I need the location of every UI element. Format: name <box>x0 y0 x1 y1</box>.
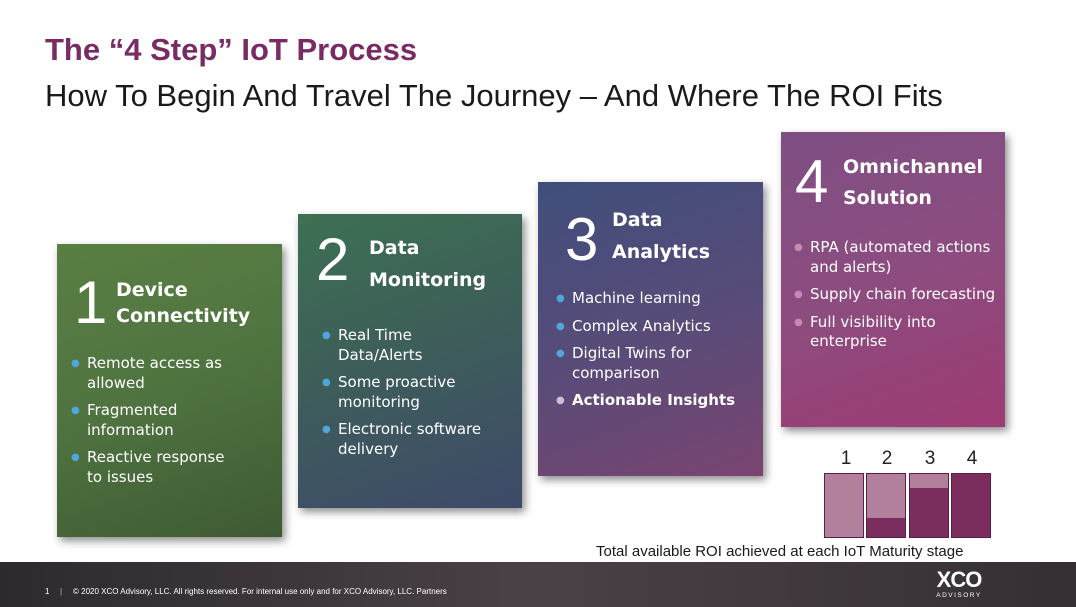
bullet-text: information <box>87 420 174 439</box>
bullet-text: Machine learning <box>572 289 701 307</box>
bullet-dot-icon: ● <box>794 242 803 253</box>
bullet-text: Fragmented <box>87 401 178 419</box>
roi-stage-label: 1 <box>840 448 852 469</box>
bullet-item: ● Supply chain forecasting <box>792 285 1002 305</box>
bullet-text: monitoring <box>338 392 420 411</box>
step-title-line2: Solution <box>843 187 932 209</box>
bullet-text: Complex Analytics <box>572 316 711 335</box>
bullet-text: Electronic software <box>338 420 482 438</box>
bullet-text: Remote access as <box>87 354 222 372</box>
bullet-dot-icon: ● <box>556 293 565 304</box>
copyright-text: © 2020 XCO Advisory, LLC. All rights res… <box>73 587 447 596</box>
step-number: 1 <box>74 269 108 336</box>
step-card-3: 3 Data Analytics ● Machine learning ● Comp… <box>538 182 763 476</box>
step-number: 2 <box>316 226 350 293</box>
bullet-text: Actionable Insights <box>572 391 736 409</box>
step-title-line1: Device <box>116 279 188 301</box>
footer-bar: 1 | © 2020 XCO Advisory, LLC. All rights… <box>0 562 1076 607</box>
roi-achieved-fill <box>910 487 948 537</box>
step-number: 4 <box>795 148 829 215</box>
slide-title: The “4 Step” IoT Process <box>45 32 418 67</box>
roi-bar-2 <box>866 473 906 538</box>
page-number: 1 <box>45 587 50 596</box>
roi-bar-1 <box>824 473 864 538</box>
roi-stage-label: 2 <box>881 448 893 469</box>
bullet-text: Supply chain forecasting <box>810 285 996 303</box>
bullet-text: Some proactive <box>338 373 456 391</box>
logo-mark: XCO <box>936 567 983 592</box>
roi-achieved-fill <box>867 518 905 537</box>
bullet-dot-icon: ● <box>556 320 565 332</box>
bullet-item: ● Complex Analytics <box>554 317 759 337</box>
bullet-text: Data/Alerts <box>338 345 423 364</box>
bullet-text: Full visibility into <box>810 312 936 331</box>
roi-stage-label: 4 <box>966 448 978 469</box>
bullet-dot-icon: ● <box>322 377 331 388</box>
logo-word: ADVISORY <box>936 592 982 599</box>
roi-bar-3 <box>909 473 949 538</box>
step-title-line1: Data <box>369 237 420 259</box>
roi-bar-4 <box>951 473 991 538</box>
bullet-text: enterprise <box>810 332 887 350</box>
bullet-dot-icon: ● <box>322 424 331 435</box>
footer-separator: | <box>60 587 63 596</box>
bullet-dot-icon: ● <box>794 289 803 300</box>
slide-subtitle: How To Begin And Travel The Journey – An… <box>45 78 943 113</box>
step-title-line2: Connectivity <box>116 305 251 327</box>
bullet-text: RPA (automated actions <box>810 238 991 256</box>
roi-stage-label: 3 <box>924 448 936 469</box>
xco-logo: XCO ADVISORY <box>934 567 984 600</box>
bullet-dot-icon: ● <box>71 452 80 463</box>
bullet-dot-icon: ● <box>556 395 565 406</box>
bullet-text: Digital Twins for <box>572 344 692 362</box>
bullet-item: ● Machine learning <box>554 289 759 309</box>
step-number: 3 <box>565 206 599 273</box>
bullet-dot-icon: ● <box>322 330 331 341</box>
roi-caption: Total available ROI achieved at each IoT… <box>596 543 964 560</box>
step-card-4: 4 Omnichannel Solution ● RPA (automated a… <box>781 132 1005 427</box>
bullet-dot-icon: ● <box>71 405 80 416</box>
bullet-item: ● Actionable Insights <box>554 391 759 411</box>
step-title-line2: Analytics <box>612 241 711 263</box>
bullet-text: Real Time <box>338 326 412 344</box>
roi-achieved-fill <box>952 474 990 537</box>
bullet-text: to issues <box>87 467 154 486</box>
bullet-text: delivery <box>338 439 399 458</box>
step-title-line1: Omnichannel <box>843 156 984 178</box>
step-title-line1: Data <box>612 209 663 231</box>
bullet-text: comparison <box>572 363 660 382</box>
bullet-dot-icon: ● <box>71 358 80 369</box>
bullet-dot-icon: ● <box>556 348 565 359</box>
bullet-dot-icon: ● <box>794 316 803 328</box>
bullet-text: Reactive response <box>87 448 225 466</box>
step-title-line2: Monitoring <box>369 269 487 291</box>
roi-available-fill <box>825 474 863 537</box>
bullet-text: and alerts) <box>810 257 892 276</box>
step-bullets: ● Machine learning ● Complex Analytics ● Di… <box>554 289 759 419</box>
bullet-text: allowed <box>87 373 145 392</box>
